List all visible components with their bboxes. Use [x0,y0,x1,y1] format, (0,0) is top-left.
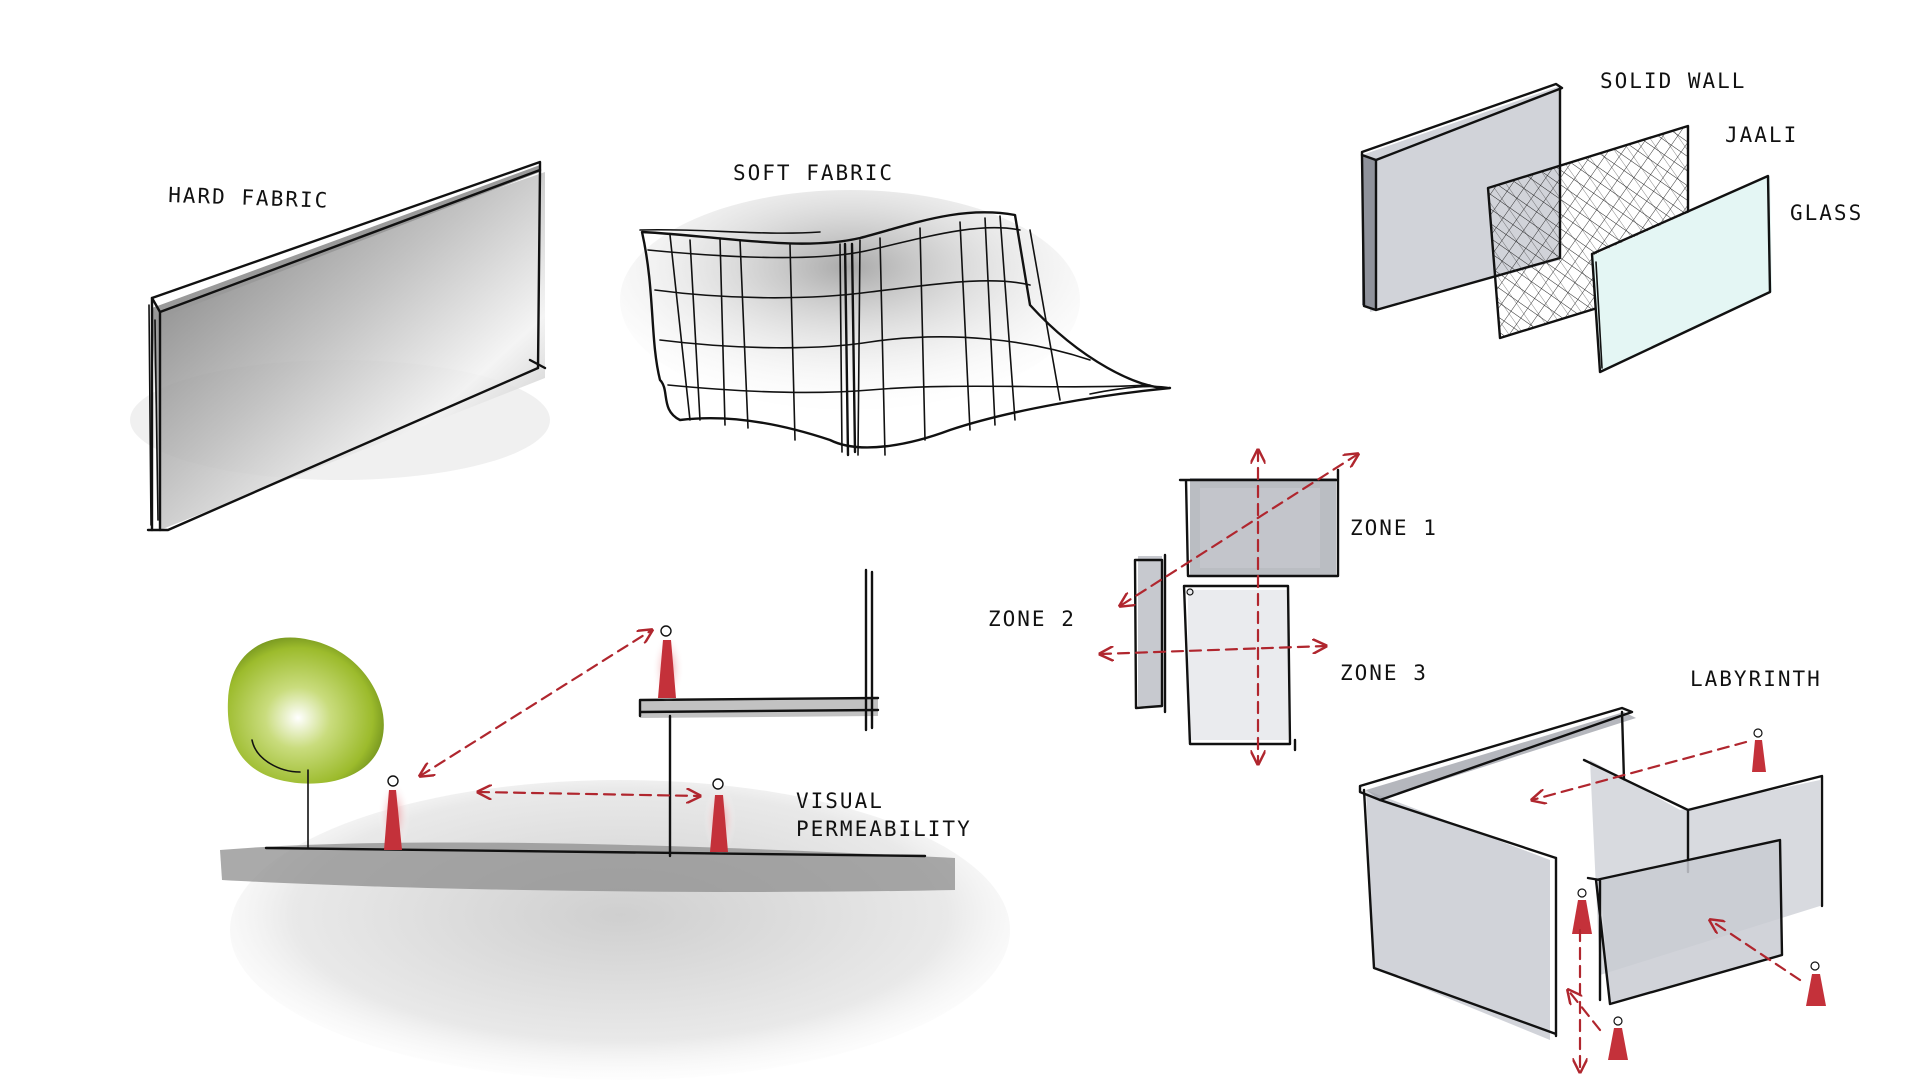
soft-fabric-label: SOFT FABRIC [733,161,894,185]
wall-types-sketch [1360,82,1772,374]
glass-label: GLASS [1790,201,1863,225]
soft-fabric-sketch [620,190,1172,457]
zone-1-label: ZONE 1 [1350,516,1438,540]
hard-fabric-label: HARD FABRIC [168,183,330,213]
visual-permeability-sketch [220,568,1010,1080]
zones-diagram [1100,450,1358,764]
zone-3-label: ZONE 3 [1340,661,1428,685]
jaali-label: JAALI [1725,123,1798,147]
zone-2-label: ZONE 2 [988,607,1076,631]
solid-wall-label: SOLID WALL [1600,69,1746,93]
labyrinth-sketch [1358,706,1826,1072]
permeability-label: PERMEABILITY [796,817,972,841]
hard-fabric-sketch [130,160,550,532]
visual-label: VISUAL [796,789,884,813]
labyrinth-label: LABYRINTH [1690,667,1822,691]
